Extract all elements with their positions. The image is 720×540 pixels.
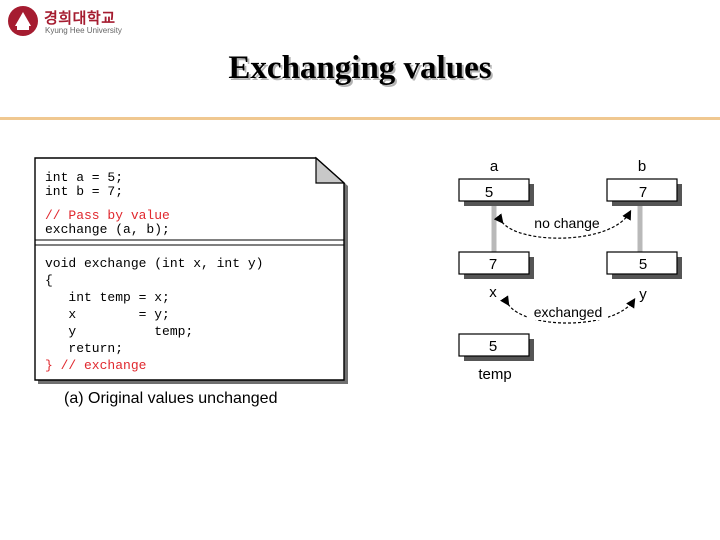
param-y-label: y (639, 286, 647, 303)
code-line: int temp = x; (45, 290, 170, 305)
temp-value: 5 (489, 338, 497, 355)
temp-label: temp (478, 366, 511, 383)
code-listing-panel (34, 156, 348, 384)
no-change-arrow (493, 209, 632, 239)
var-b-value: 7 (639, 184, 647, 201)
param-y-value: 5 (639, 256, 647, 273)
logo-korean-text: 경희대학교 (44, 9, 116, 27)
figure-caption: (a) Original values unchanged (64, 390, 277, 407)
code-comment: // Pass by value (45, 208, 170, 223)
slide-title: Exchanging values (228, 50, 492, 86)
no-change-label: no change (534, 215, 600, 231)
code-text: int a = 5; int b = 7; // Pass by value e… (45, 170, 263, 373)
param-x-value: 7 (489, 256, 497, 273)
university-logo: 경희대학교 Kyung Hee University (6, 4, 136, 38)
code-line: x = y; (45, 307, 170, 322)
var-a-box: 5 (458, 178, 534, 206)
university-emblem-icon (8, 6, 38, 36)
param-x-box: 7 (458, 251, 534, 279)
var-a-label: a (490, 158, 499, 175)
exchanged-arrow (500, 295, 636, 324)
var-b-box: 7 (606, 178, 682, 206)
var-b-label: b (638, 158, 646, 175)
no-change-label-bg (528, 214, 606, 230)
code-line: exchange (a, b); (45, 222, 170, 237)
param-x-label: x (489, 284, 497, 301)
code-line: int a = 5; (45, 170, 123, 185)
var-a-value: 5 (485, 184, 493, 201)
param-y-box: 5 (606, 251, 682, 279)
temp-box: 5 (458, 333, 534, 361)
title-divider (0, 117, 720, 120)
code-line: { (45, 273, 53, 288)
code-line: y temp; (45, 324, 193, 339)
code-line: return; (45, 341, 123, 356)
code-line: int b = 7; (45, 184, 123, 199)
code-line: void exchange (int x, int y) (45, 256, 263, 271)
code-comment: } // exchange (45, 358, 146, 373)
exchanged-label-bg (528, 304, 608, 320)
exchanged-label: exchanged (534, 304, 603, 320)
logo-english-text: Kyung Hee University (45, 26, 122, 35)
